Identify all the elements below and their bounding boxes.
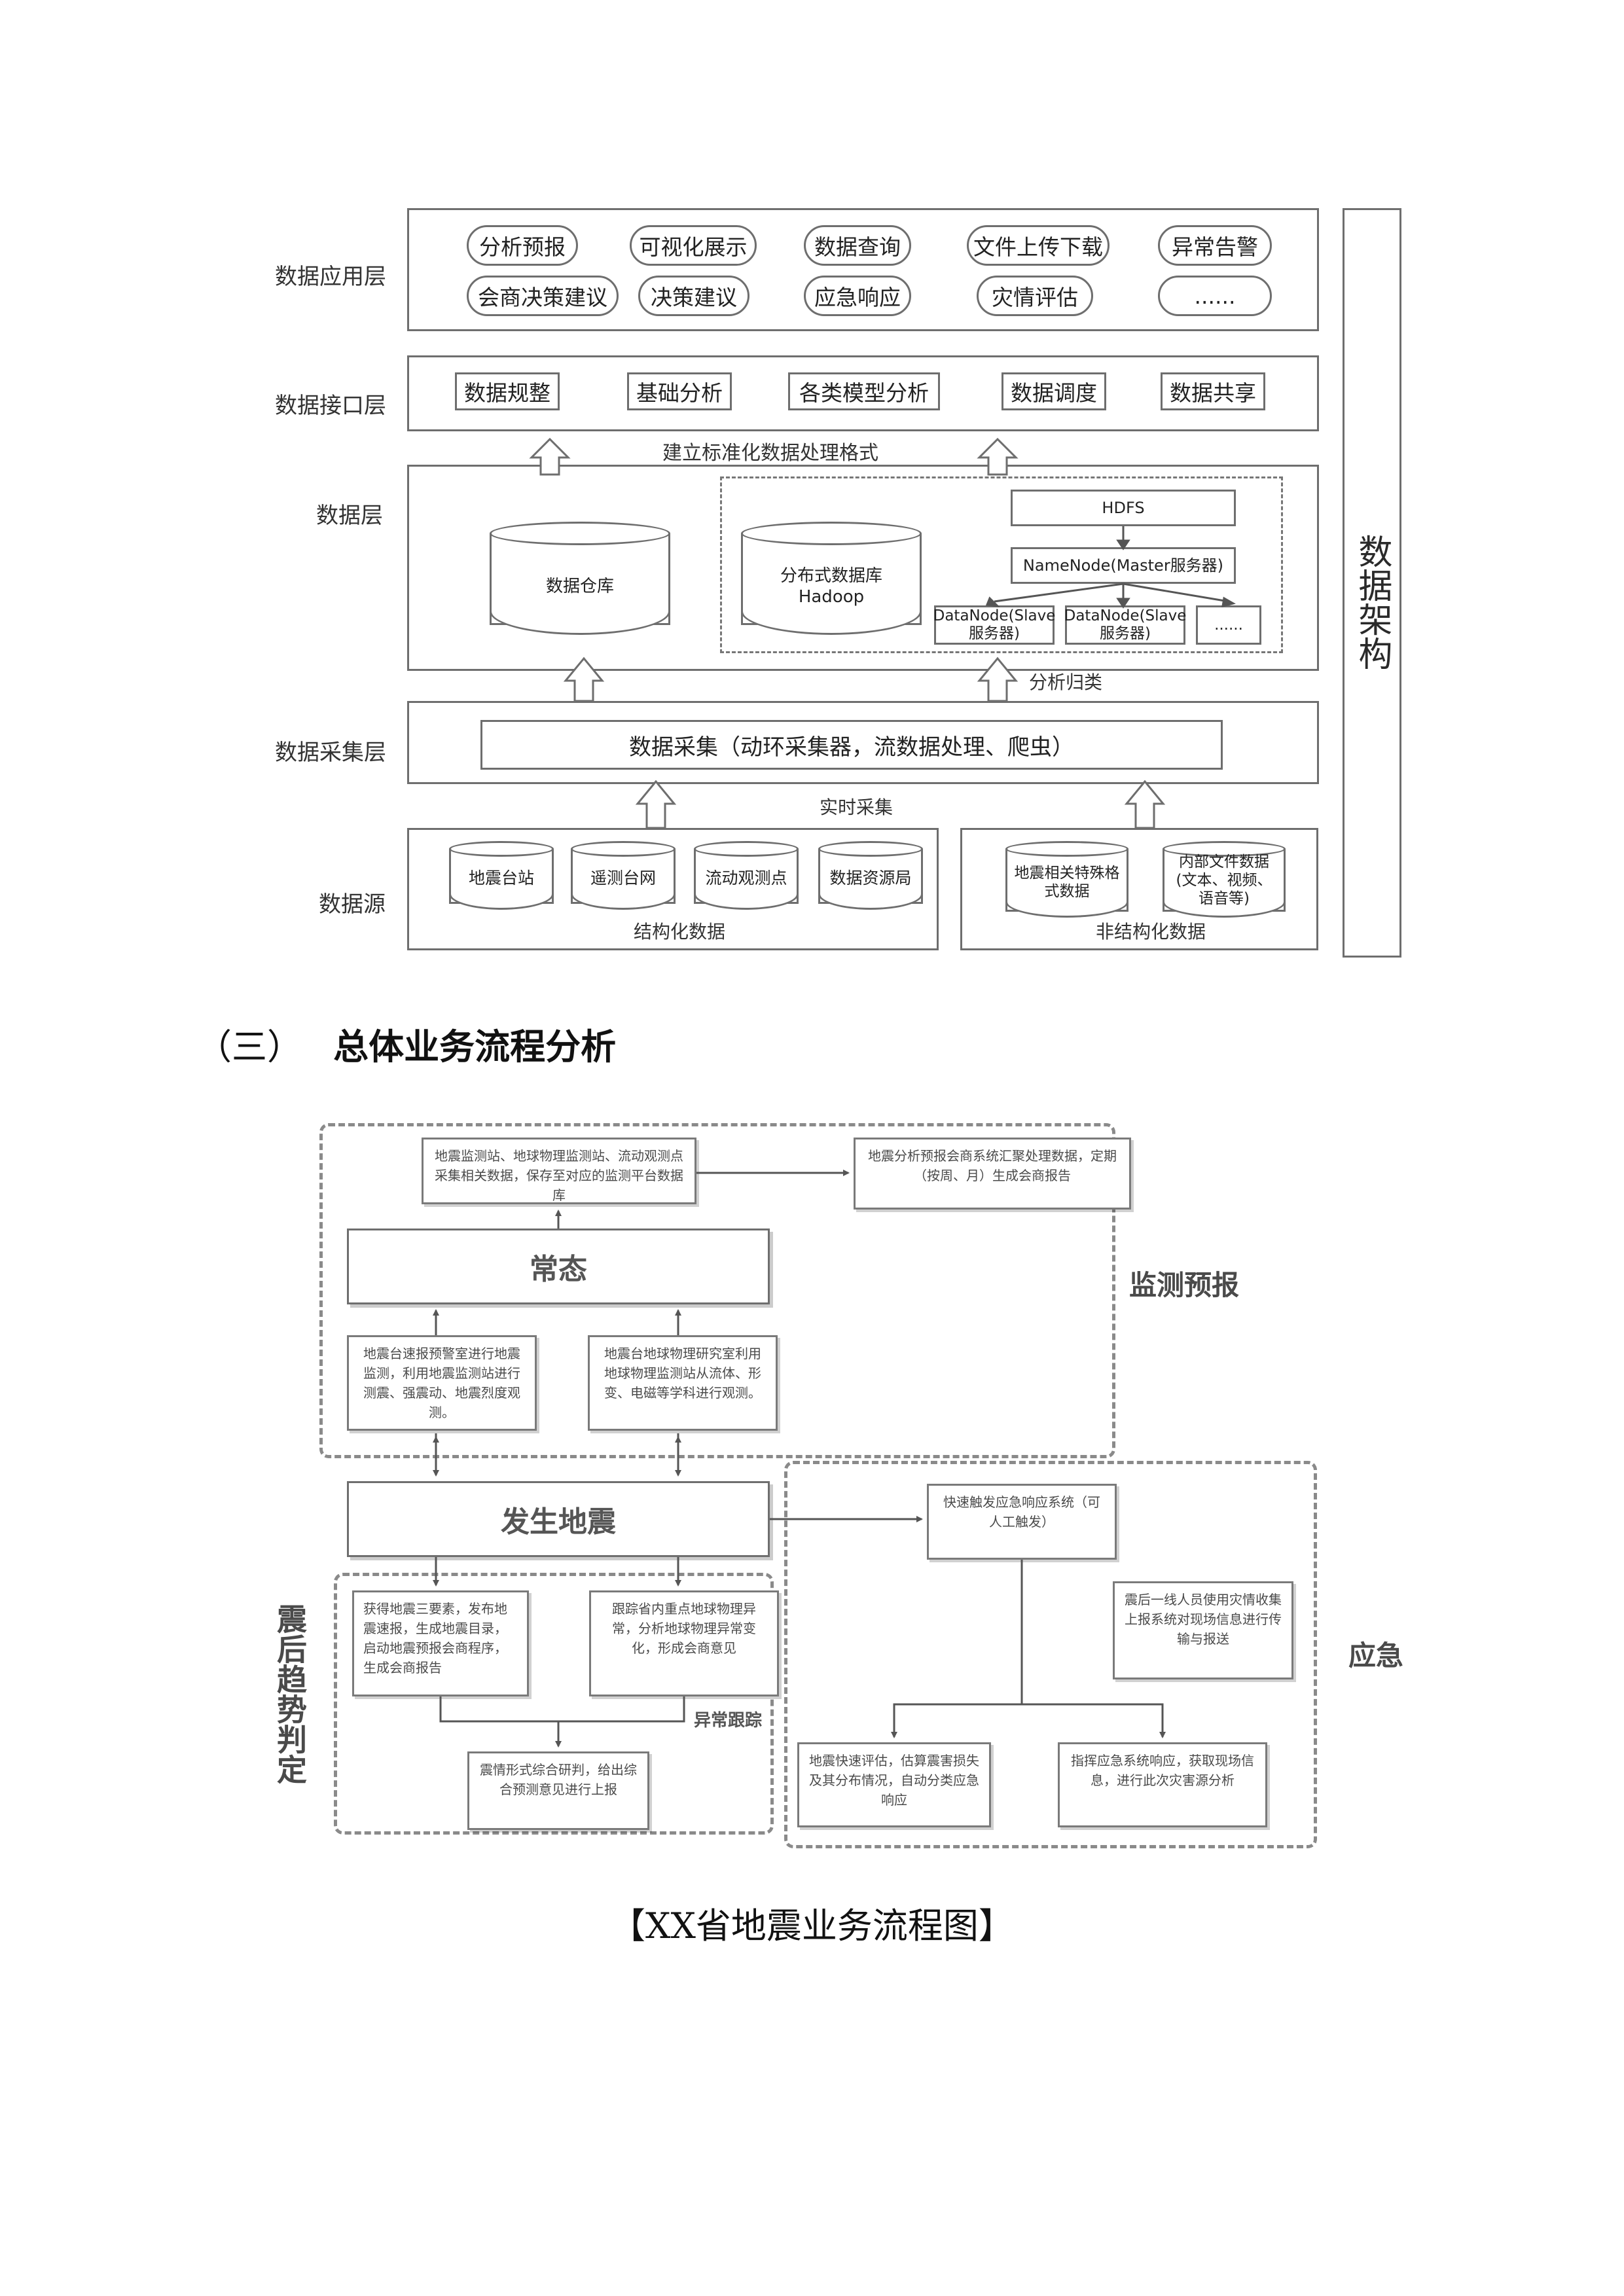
internal-files-line2: (文本、视频、	[1176, 871, 1272, 889]
hollow-arrow-3	[563, 656, 605, 702]
datanode-2-line2: 服务器)	[1100, 625, 1151, 642]
datanode-more-box: ......	[1196, 605, 1261, 645]
source-mobile-cylinder: 流动观测点	[694, 841, 799, 910]
app-item-query: 数据查询	[804, 225, 911, 266]
interface-item-dispatch: 数据调度	[1001, 372, 1106, 410]
interface-item-share: 数据共享	[1161, 372, 1265, 410]
layer-label-data: 数据层	[316, 503, 383, 529]
app-item-response: 应急响应	[804, 276, 911, 316]
layer-label-app: 数据应用层	[275, 264, 386, 290]
structured-caption: 结构化数据	[634, 921, 726, 942]
data-warehouse-label: 数据仓库	[545, 576, 614, 596]
internal-files-line1: 内部文件数据	[1178, 853, 1269, 870]
source-station-label: 地震台站	[468, 868, 534, 888]
source-telemetry-cylinder: 遥测台网	[571, 841, 676, 910]
after-left-box: 获得地震三要素，发布地震速报，生成地震目录，启动地震预报会商程序，生成会商报告	[352, 1590, 529, 1696]
hadoop-label-line2: Hadoop	[798, 586, 865, 607]
region-trend-frame	[334, 1573, 774, 1835]
datanode-1-line1: DataNode(Slave	[933, 607, 1056, 624]
layer-label-collect: 数据采集层	[275, 740, 386, 766]
region-emergency-label: 应急	[1348, 1640, 1404, 1672]
app-item-decision: 决策建议	[638, 276, 749, 316]
earthquake-box: 发生地震	[347, 1481, 770, 1557]
normal-state-box: 常态	[347, 1229, 770, 1304]
section-number: （三）	[196, 1026, 302, 1067]
region-monitor-frame	[319, 1123, 1115, 1458]
architecture-arrows	[529, 437, 1236, 829]
app-item-assessment: 灾情评估	[977, 276, 1093, 316]
assess-box: 地震快速评估，估算震害损失及其分布情况，自动分类应急响应	[797, 1742, 991, 1827]
source-station-cylinder: 地震台站	[449, 841, 554, 910]
side-title-frame	[1343, 208, 1401, 958]
source-bureau-cylinder: 数据资源局	[818, 841, 923, 910]
figure-caption: 【XX省地震业务流程图】	[610, 1905, 1014, 1946]
interface-item-basic-analysis: 基础分析	[627, 372, 732, 410]
report-box: 地震分析预报会商系统汇聚处理数据，定期（按周、月）生成会商报告	[854, 1138, 1131, 1210]
collect-box: 数据采集（动环采集器，流数据处理、爬虫）	[480, 720, 1223, 770]
section-heading: （三） 总体业务流程分析	[196, 1018, 616, 1069]
side-title: 数据架构	[1352, 534, 1392, 670]
source-bureau-label: 数据资源局	[829, 868, 912, 888]
hollow-arrow-6	[1124, 780, 1166, 829]
source-mobile-label: 流动观测点	[705, 868, 787, 888]
trend-box: 震情形式综合研判，给出综合预测意见进行上报	[467, 1751, 649, 1830]
special-format-line1: 地震相关特殊格	[1014, 864, 1120, 882]
classify-caption: 分析归类	[1029, 672, 1103, 693]
region-trend-label: 震后趋势判定	[272, 1604, 308, 1784]
realtime-caption: 实时采集	[820, 797, 893, 818]
datanode-1-line2: 服务器)	[969, 625, 1020, 642]
app-item-file-transfer: 文件上传下载	[967, 225, 1110, 266]
trigger-box: 快速触发应急响应系统（可人工触发）	[927, 1484, 1117, 1560]
abnormal-label: 异常跟踪	[694, 1711, 763, 1731]
hollow-arrow-2	[977, 437, 1019, 476]
internal-files-line3: 语音等)	[1199, 889, 1250, 907]
monitor-left-box: 地震台速报预警室进行地震监测，利用地震监测站进行测震、强震动、地震烈度观测。	[347, 1335, 537, 1431]
layer-label-source: 数据源	[319, 891, 386, 918]
hollow-arrow-5	[635, 780, 677, 829]
interface-item-model-analysis: 各类模型分析	[788, 372, 940, 410]
interface-caption: 建立标准化数据处理格式	[662, 442, 878, 465]
collect-data-box: 地震监测站、地球物理监测站、流动观测点采集相关数据，保存至对应的监测平台数据库	[422, 1138, 696, 1204]
source-telemetry-label: 遥测台网	[590, 868, 656, 888]
layer-label-interface: 数据接口层	[275, 393, 386, 419]
hollow-arrow-1	[529, 437, 571, 476]
command-box: 指挥应急系统响应，获取现场信息，进行此次灾害源分析	[1058, 1742, 1267, 1827]
interface-item-normalize: 数据规整	[455, 372, 560, 410]
namenode-box: NameNode(Master服务器)	[1011, 547, 1236, 584]
hollow-arrow-4	[977, 656, 1019, 702]
special-format-line2: 式数据	[1044, 882, 1090, 900]
app-item-consultation: 会商决策建议	[467, 276, 619, 316]
hdfs-box: HDFS	[1011, 490, 1236, 526]
unstructured-caption: 非结构化数据	[1096, 921, 1206, 942]
app-item-more: ......	[1158, 276, 1272, 316]
region-emergency-frame	[784, 1461, 1317, 1848]
hadoop-cluster-region	[720, 476, 1283, 653]
app-item-alarm: 异常告警	[1158, 225, 1272, 266]
source-special-format-cylinder: 地震相关特殊格式数据	[1005, 841, 1128, 918]
region-monitor-label: 监测预报	[1129, 1269, 1240, 1301]
app-item-visualization: 可视化展示	[630, 225, 757, 266]
datanode-2-line1: DataNode(Slave	[1064, 607, 1187, 624]
app-item-forecast: 分析预报	[467, 225, 578, 266]
source-internal-files-cylinder: 内部文件数据(文本、视频、语音等)	[1163, 841, 1286, 918]
after-right-box: 跟踪省内重点地球物理异常，分析地球物理异常变化，形成会商意见	[589, 1590, 779, 1696]
hadoop-label-line1: 分布式数据库	[780, 565, 882, 586]
monitor-right-box: 地震台地球物理研究室利用地球物理监测站从流体、形变、电磁等学科进行观测。	[588, 1335, 778, 1431]
field-report-box: 震后一线人员使用灾情收集上报系统对现场信息进行传输与报送	[1113, 1581, 1293, 1679]
section-title: 总体业务流程分析	[333, 1026, 617, 1067]
